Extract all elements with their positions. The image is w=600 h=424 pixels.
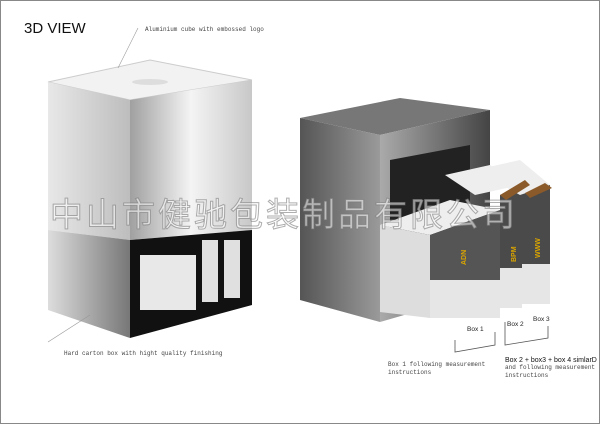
box3-label: Box 3 — [533, 316, 550, 323]
page-title: 3D VIEW — [24, 20, 86, 37]
box2-label: Box 2 — [507, 321, 524, 328]
dark-cube-top — [300, 98, 490, 135]
dark-cube-left — [300, 118, 380, 322]
box1-side — [380, 225, 430, 318]
embossed-logo — [132, 79, 168, 85]
box234-heading: Box 2 + box3 + box 4 simlarD — [505, 357, 597, 364]
inner-box-1 — [140, 255, 196, 310]
carton-left-face — [48, 230, 130, 338]
box1-bracket — [454, 332, 496, 353]
spine-label-b: BPM — [511, 246, 518, 262]
aluminium-cube — [47, 59, 253, 338]
box234-note: Box 2 + box3 + box 4 simlarD and followi… — [505, 357, 597, 380]
open-drawer-cube: ADN BPM WWW — [300, 98, 552, 322]
box1-label: Box 1 — [467, 326, 484, 333]
box1-note: Box 1 following measurement instructions — [388, 361, 485, 377]
box234-line1: and following measurement — [505, 364, 596, 371]
aluminium-note: Aluminium cube with embossed logo — [145, 26, 264, 33]
carton-note: Hard carton box with hight quality finis… — [64, 350, 223, 357]
cube-left-face — [48, 82, 130, 240]
box1-top — [380, 200, 500, 235]
company-watermark: 中山市健驰包装制品有限公司 — [50, 196, 518, 234]
box234-line2: instructions — [505, 372, 549, 379]
inner-box-2 — [202, 240, 218, 302]
inner-box-3 — [224, 240, 240, 298]
box1-note-line1: Box 1 following measurement — [388, 361, 486, 368]
spine-label-a: ADN — [461, 250, 468, 265]
cube-right-face — [130, 80, 252, 240]
spine-label-c: WWW — [535, 238, 542, 258]
box3-top — [475, 160, 550, 195]
box234-bracket — [504, 322, 549, 346]
box1-note-line2: instructions — [388, 369, 432, 376]
